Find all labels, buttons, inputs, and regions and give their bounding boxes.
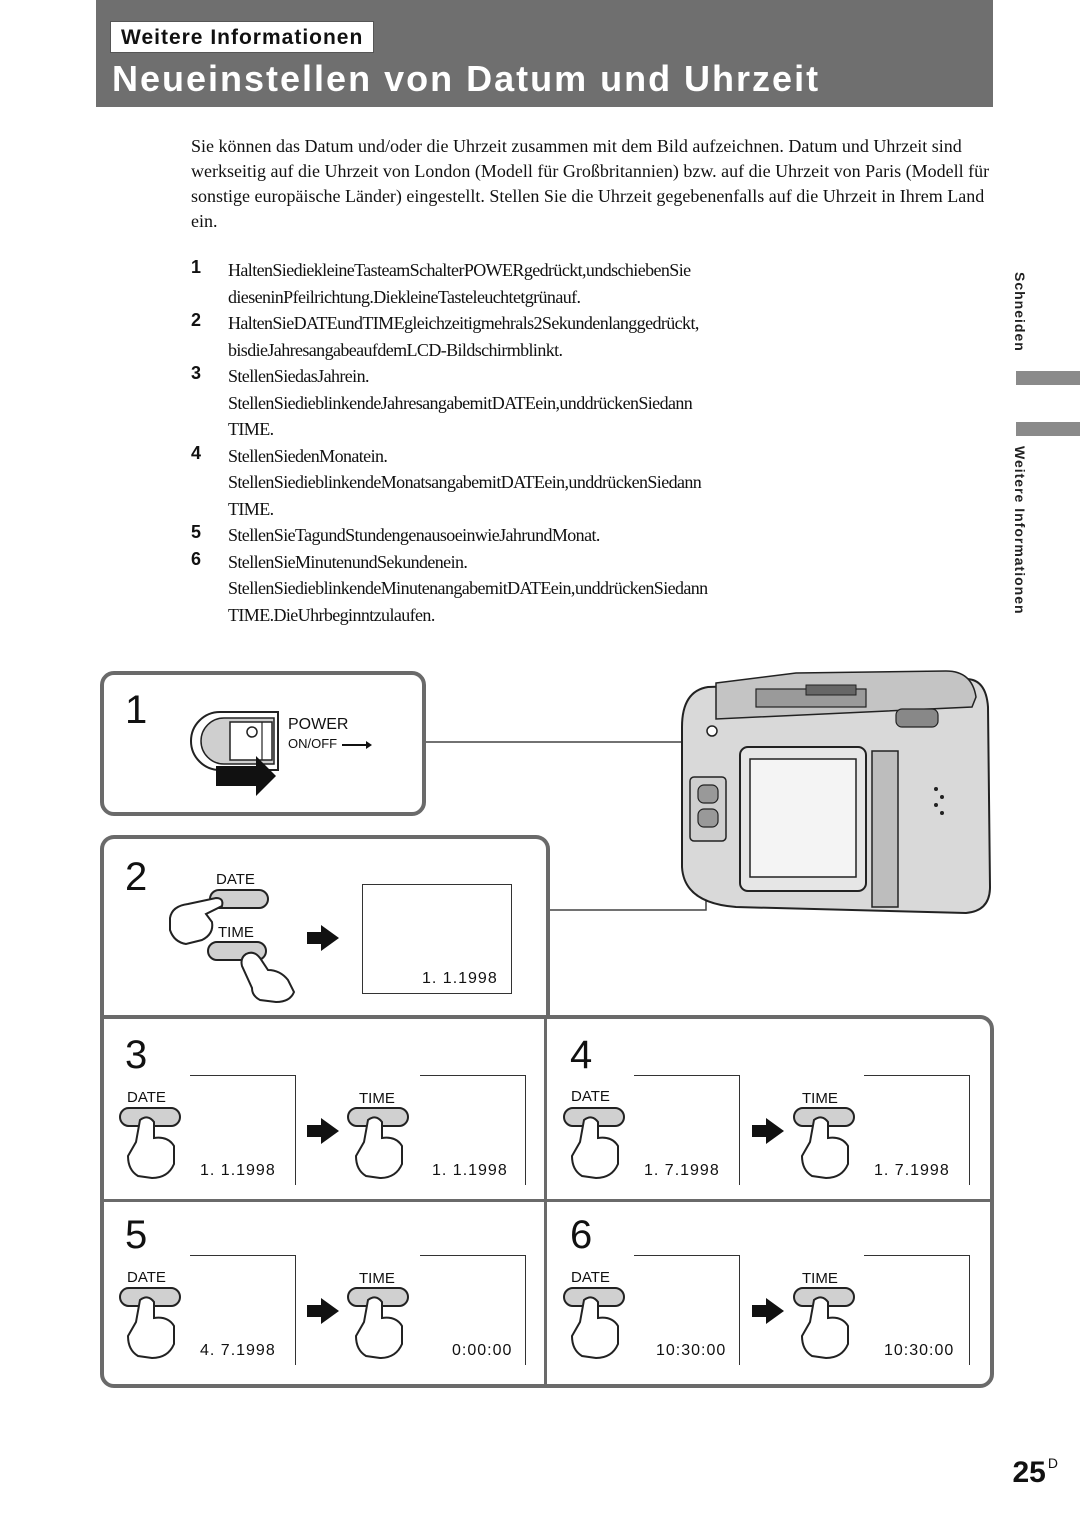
date-button-press-icon [563,1107,625,1180]
lcd-display [362,884,512,994]
step-number: 1 [191,257,202,277]
time-button-press-icon [347,1107,409,1180]
header-bar [96,0,993,107]
lcd-display [634,1255,740,1365]
panel-number: 2 [125,855,148,899]
lcd-time-text: 10:30:00 [884,1342,955,1359]
next-arrow-icon [752,1298,784,1324]
step-text: StellenSiedieblinkendeMonatsangabemitDAT… [228,472,702,492]
step-item: 4 StellenSiedenMonatein. StellenSiedieblin… [191,443,911,523]
step-text: TIME. [228,419,274,439]
power-switch-illustration [190,711,279,796]
lcd-display [634,1075,740,1185]
lcd-display [190,1255,296,1365]
date-button-label: DATE [127,1089,166,1106]
page-number-suffix: D [1047,1455,1058,1471]
step-text: StellenSiedenMonatein. [228,445,388,466]
step-number: 5 [191,522,202,542]
lcd-display [190,1075,296,1185]
step-number: 6 [191,548,202,569]
step-list: 1 HaltenSiediekleineTasteamSchalterPOWERg… [191,257,911,628]
page-number-value: 25 [1012,1456,1046,1489]
time-button-label: TIME [359,1090,395,1107]
slide-arrow-icon [342,741,372,749]
step-text: StellenSieTagundStundengenausoeinwieJahr… [228,525,600,545]
divider-horizontal [104,1199,990,1202]
side-tab-schneiden: Schneiden [1012,272,1028,352]
step-text: TIME.DieUhrbeginntzulaufen. [228,604,435,625]
date-button-label: DATE [571,1088,610,1105]
panel-number: 6 [570,1213,593,1257]
step-item: 1 HaltenSiediekleineTasteamSchalterPOWERg… [191,257,911,310]
date-button-press-icon [563,1287,625,1360]
lcd-date-text: 4. 7.1998 [200,1342,276,1359]
side-tab-bar-active [1016,422,1080,436]
step-text: TIME. [228,498,274,519]
time-button-label: TIME [218,924,254,941]
step-text: HaltenSieDATEundTIMEgleichzeitigmehrals2… [228,313,699,333]
time-button-press-icon [793,1107,855,1180]
next-arrow-icon [307,1298,339,1324]
divider-vertical [544,1019,547,1385]
lcd-date-text: 1. 1.1998 [200,1162,276,1179]
date-button-label: DATE [127,1269,166,1286]
lcd-time-text: 0:00:00 [452,1342,513,1359]
step-text: StellenSieMinutenundSekundenein. [228,551,468,572]
next-arrow-icon [307,925,339,951]
time-button-press-icon [207,941,296,1004]
step-text: dieseninPfeilrichtung.DiekleineTasteleuc… [228,286,581,307]
step-number: 4 [191,442,202,463]
date-button-label: DATE [216,871,255,888]
lcd-date-text: 1. 7.1998 [644,1162,720,1179]
intro-paragraph: Sie können das Datum und/oder die Uhrzei… [191,136,990,231]
lcd-display [864,1255,970,1365]
step-number: 2 [191,310,202,330]
step-item: 3 StellenSiedasJahrein. StellenSiedieblink… [191,363,911,443]
step-text: HaltenSiediekleineTasteamSchalterPOWERge… [228,260,691,280]
lcd-display [864,1075,970,1185]
date-button-label: DATE [571,1269,610,1286]
next-arrow-icon [307,1118,339,1144]
date-button-press-icon [169,889,269,946]
date-button-press-icon [119,1287,181,1360]
step-item: 2 HaltenSieDATEundTIMEgleichzeitigmehrals… [191,310,911,363]
step-text: StellenSiedasJahrein. [228,366,369,386]
date-button-press-icon [119,1107,181,1180]
side-tab-bar [1016,371,1080,385]
lcd-date-text: 1. 7.1998 [874,1162,950,1179]
power-label: POWER [288,716,349,733]
step-text: bisdieJahresangabeaufdemLCD-Bildschirmbl… [228,339,563,360]
time-button-press-icon [793,1287,855,1360]
lcd-display [420,1255,526,1365]
next-arrow-icon [752,1118,784,1144]
panel-number: 5 [125,1213,148,1257]
lcd-time-text: 10:30:00 [656,1342,727,1359]
step-number: 3 [191,363,202,383]
step-text: StellenSiedieblinkendeJahresangabemitDAT… [228,392,693,413]
panel-number: 3 [125,1033,148,1077]
step-item: 5 StellenSieTagundStundengenausoeinwieJah… [191,522,911,549]
page-title: Neueinstellen von Datum und Uhrzeit [112,58,821,99]
step-text: StellenSiedieblinkendeMinutenangabemitDA… [228,578,708,598]
lcd-date-text: 1. 1.1998 [422,970,498,987]
side-tab-weitere-informationen: Weitere Informationen [1012,446,1028,615]
camera-illustration [681,670,992,915]
panel-number: 1 [125,688,148,732]
step-item: 6 StellenSieMinutenundSekundenein. Stellen… [191,549,911,629]
time-button-label: TIME [802,1270,838,1287]
time-button-label: TIME [802,1090,838,1107]
panel-number: 4 [570,1033,593,1077]
lcd-display [420,1075,526,1185]
section-label: Weitere Informationen [110,21,375,53]
time-button-press-icon [347,1287,409,1360]
on-off-label: ON/OFF [288,736,338,751]
lcd-date-text: 1. 1.1998 [432,1162,508,1179]
time-button-label: TIME [359,1270,395,1287]
